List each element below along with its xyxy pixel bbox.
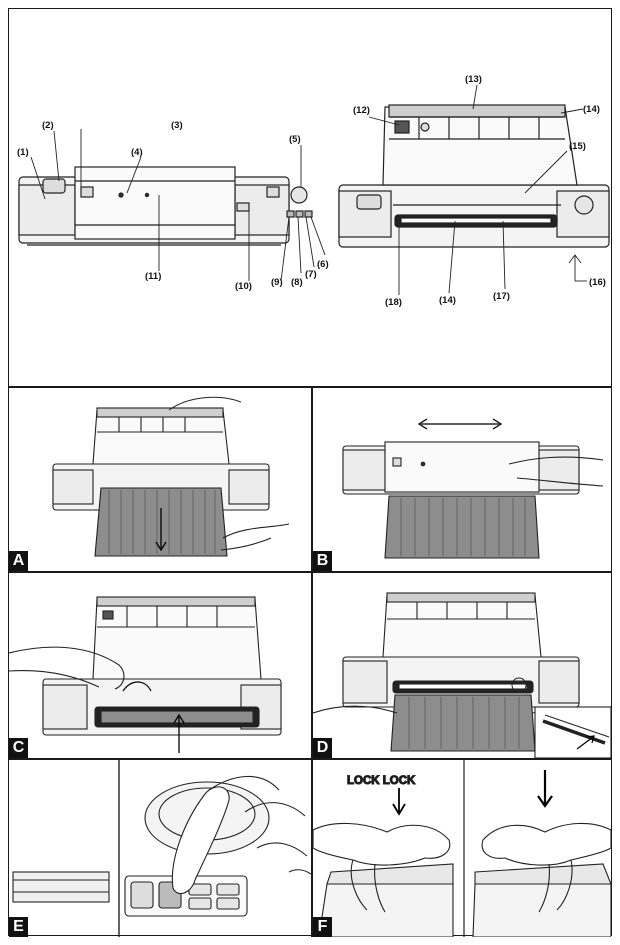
callout-11: (11) (145, 271, 161, 282)
step-f-drawing: LOCK LOCK (313, 760, 611, 937)
step-e-drawing (12, 760, 311, 937)
callout-5: (5) (289, 134, 301, 145)
divider-h2 (9, 571, 611, 573)
callout-8: (8) (291, 277, 303, 288)
callout-3: (3) (171, 120, 183, 131)
callout-2: (2) (42, 120, 54, 131)
step-c-badge: C (9, 738, 28, 758)
callout-1: (1) (17, 147, 29, 158)
step-f-panel: LOCK LOCK F (313, 760, 611, 937)
step-b-drawing (342, 418, 604, 559)
divider-v-bottom (311, 758, 313, 937)
leaders-right (368, 84, 587, 295)
step-d-drawing (313, 592, 611, 758)
divider-h1 (9, 386, 611, 388)
callout-14-top: (14) (583, 104, 600, 115)
step-a-panel: A (9, 388, 311, 571)
machine-closed (18, 166, 313, 246)
step-d-panel: D (313, 573, 611, 758)
step-e-panel: E (9, 760, 311, 937)
overview-drawing: (1) (2) (3) (4) (5) (6) (7) (8) (9) (10)… (17, 74, 610, 308)
button-1 (130, 881, 154, 909)
step-d-badge: D (313, 738, 332, 758)
machine-open (338, 104, 610, 248)
callout-13: (13) (465, 74, 482, 85)
lock-label: LOCK LOCK (347, 775, 416, 787)
callout-14-bottom: (14) (439, 295, 456, 306)
divider-h3 (9, 758, 611, 760)
step-a-badge: A (9, 551, 28, 571)
manual-figure: (1) (2) (3) (4) (5) (6) (7) (8) (9) (10)… (8, 8, 612, 937)
divider-v (311, 386, 313, 758)
callout-15: (15) (569, 141, 586, 152)
step-c-drawing (9, 596, 282, 753)
leaders-left (30, 129, 326, 282)
step-a-drawing (52, 396, 290, 557)
step-c-panel: C (9, 573, 311, 758)
callout-18: (18) (385, 297, 402, 308)
callout-7: (7) (305, 269, 317, 280)
overview-panel: (1) (2) (3) (4) (5) (6) (7) (8) (9) (10)… (9, 9, 611, 386)
callout-4: (4) (131, 147, 143, 158)
callout-16: (16) (589, 277, 606, 288)
step-b-badge: B (313, 551, 332, 571)
callout-12: (12) (353, 105, 370, 116)
step-b-panel: B (313, 388, 611, 571)
callout-9: (9) (271, 277, 283, 288)
callout-17: (17) (493, 291, 510, 302)
step-f-badge: F (313, 917, 332, 937)
callout-10: (10) (235, 281, 252, 292)
callout-6: (6) (317, 259, 329, 270)
step-e-badge: E (9, 917, 28, 937)
